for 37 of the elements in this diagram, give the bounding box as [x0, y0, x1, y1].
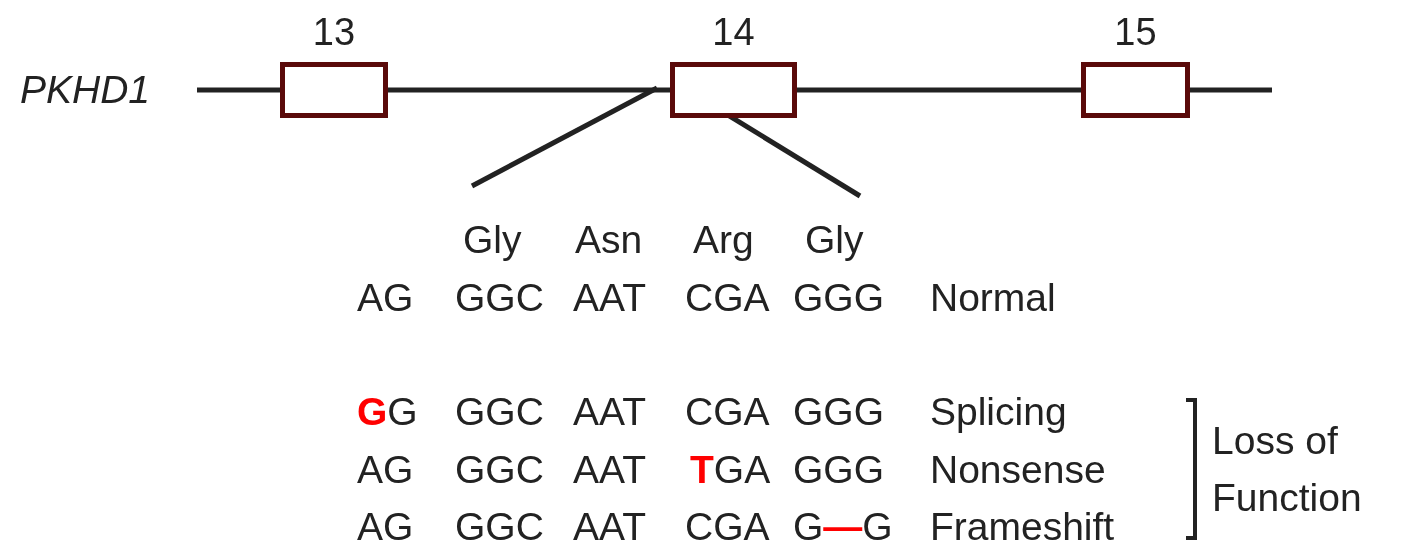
sequence-text: Gly: [805, 217, 864, 263]
gene-line: [388, 87, 670, 93]
sequence-text: GGC: [455, 275, 544, 321]
sequence-text: Asn: [575, 217, 643, 263]
gene-line: [197, 87, 280, 93]
sequence-text: AAT: [573, 447, 646, 493]
sequence-text: AAT: [573, 389, 646, 435]
sequence-text: CGA: [685, 389, 770, 435]
sequence-text: Nonsense: [930, 447, 1106, 493]
sequence-text: PKHD1: [20, 67, 151, 113]
sequence-text: AAT: [573, 275, 646, 321]
sequence-text: GGG: [793, 447, 884, 493]
sequence-text: Arg: [693, 217, 754, 263]
gene-line: [1190, 87, 1272, 93]
gene-line: [797, 87, 1081, 93]
sequence-text: AG: [357, 275, 414, 321]
sequence-text: GG: [357, 389, 418, 435]
sequence-text: TGA: [690, 447, 771, 493]
sequence-text: GGG: [793, 275, 884, 321]
sequence-text: Frameshift: [930, 504, 1115, 545]
sequence-text: AG: [357, 504, 414, 545]
exon-number: 14: [712, 10, 755, 54]
sequence-text: GGC: [455, 389, 544, 435]
sequence-text: AG: [357, 447, 414, 493]
exon-number: 15: [1114, 10, 1157, 54]
sequence-text: GGC: [455, 504, 544, 545]
sequence-text: G—G: [793, 504, 893, 545]
bracket-note: Loss of Function: [1212, 418, 1363, 521]
sequence-text: Normal: [930, 275, 1056, 321]
sequence-text: CGA: [685, 275, 770, 321]
sequence-text: GGG: [793, 389, 884, 435]
sequence-text: Gly: [463, 217, 522, 263]
exon-number: 13: [312, 10, 356, 54]
sequence-text: CGA: [685, 504, 770, 545]
sequence-text: Splicing: [930, 389, 1067, 435]
sequence-text: GGC: [455, 447, 544, 493]
sequence-text: AAT: [573, 504, 646, 545]
